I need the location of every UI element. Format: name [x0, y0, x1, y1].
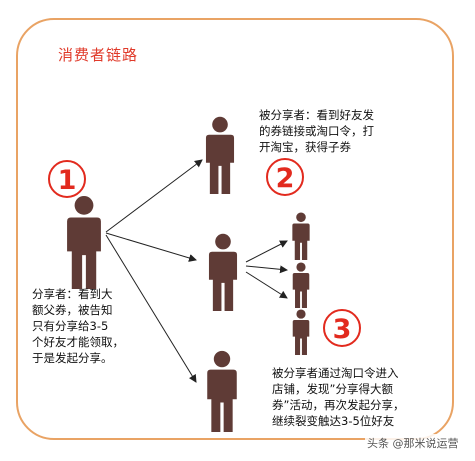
step-number-2: 2 [266, 158, 304, 196]
diagram-title: 消费者链路 [58, 46, 139, 64]
step-number-1: 1 [48, 160, 86, 198]
diagram-frame [16, 18, 454, 440]
step-3-text: 被分享者通过淘口令进入 店铺，发现”分享得大额 券”活动，再次发起分享， 继续裂… [272, 366, 405, 428]
person-icon-top [205, 116, 235, 194]
person-icon-middle [208, 233, 238, 311]
arrow-to-small-person-1 [245, 240, 288, 263]
arrow-to-middle-person [105, 232, 197, 262]
arrow-to-small-person-2 [245, 265, 288, 274]
arrow-to-small-person-3 [245, 271, 288, 299]
person-icon-sharer [67, 195, 101, 289]
person-icon-small-3 [292, 309, 310, 355]
arrow-to-top-person [105, 159, 203, 233]
step-1-text: 分享者：看到大 额父券，被告知 只有分享给3-5 个好友才能领取， 于是发起分享… [32, 287, 124, 365]
person-icon-small-1 [292, 212, 310, 260]
step-2-text: 被分享者：看到好友发 的券链接或淘口令，打 开淘宝，获得子券 [259, 108, 374, 154]
step-number-3: 3 [323, 309, 361, 347]
person-icon-bottom [207, 350, 237, 432]
arrow-to-bottom-person [105, 234, 197, 383]
watermark: 头条 @那米说运营 [365, 434, 461, 452]
person-icon-small-2 [292, 262, 310, 308]
